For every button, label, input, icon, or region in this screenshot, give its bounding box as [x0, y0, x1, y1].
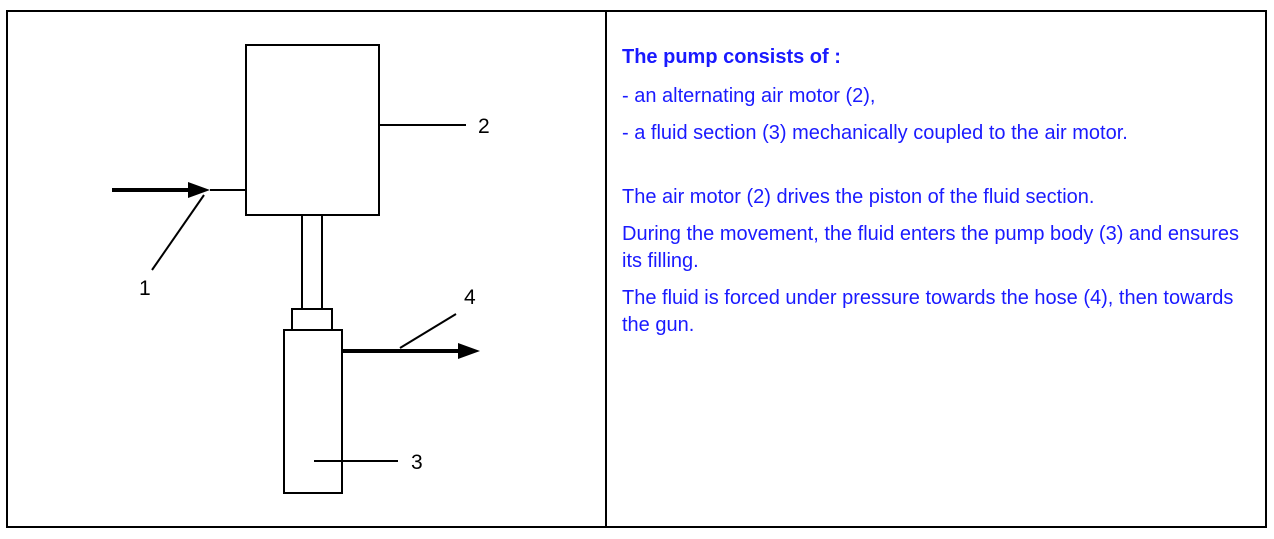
label-outlet: 4 [464, 286, 476, 309]
component-item-fluid-section: - a fluid section (3) mechanically coupl… [622, 122, 1128, 144]
outlet-arrowhead [458, 343, 480, 359]
fluid-section-box [283, 329, 343, 494]
air-motor-box [245, 44, 380, 216]
spacer [622, 157, 1252, 184]
coupling [291, 308, 333, 331]
paragraph-pressure: The fluid is forced under pressure towar… [622, 287, 1234, 336]
pump-diagram: 2 1 3 4 [8, 12, 605, 526]
label-inlet: 1 [139, 277, 151, 300]
inlet-arrowhead [188, 182, 210, 198]
paragraph-filling: During the movement, the fluid enters th… [622, 223, 1240, 272]
outlet-leader [399, 313, 457, 349]
cell-divider [605, 10, 607, 528]
label-air-motor: 2 [478, 115, 490, 138]
paragraph-drive: The air motor (2) drives the piston of t… [622, 186, 1095, 208]
label-fluid-section: 3 [411, 451, 423, 474]
component-item-air-motor: - an alternating air motor (2), [622, 85, 876, 107]
inlet-leader [151, 194, 205, 271]
description-cell: The pump consists of : - an alternating … [622, 44, 1252, 349]
connecting-rod [301, 214, 323, 310]
description-title: The pump consists of : [622, 46, 841, 68]
pump-diagram-svg: 2 1 3 4 [112, 44, 490, 494]
table-frame [6, 10, 1267, 528]
